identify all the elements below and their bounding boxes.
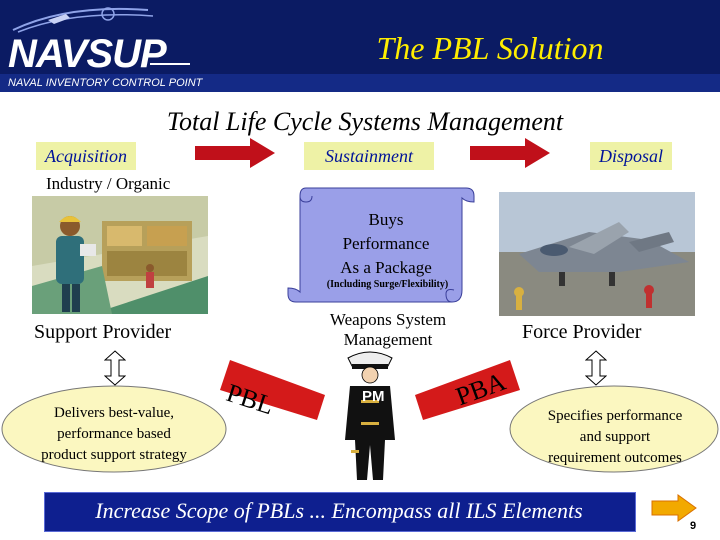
weapons-line: Weapons System <box>329 310 447 329</box>
weapons-line: Management <box>343 330 433 349</box>
summary-banner <box>44 492 636 532</box>
organization-subtitle: NAVAL INVENTORY CONTROL POINT <box>8 77 203 89</box>
scroll-line: Buys <box>368 210 404 229</box>
phase-disposal: Disposal <box>590 142 672 170</box>
force-desc-line: Specifies performance <box>547 408 683 424</box>
summary-banner-text: Increase Scope of PBLs ... Encompass all… <box>95 498 583 523</box>
support-ellipse <box>1 385 227 473</box>
navsup-logo: NAVSUP <box>8 32 167 76</box>
right-arrow-icon <box>470 138 550 168</box>
double-arrow-icon <box>585 350 607 386</box>
scroll-line: As a Package <box>340 258 432 277</box>
force-desc-line: requirement outcomes <box>548 450 682 466</box>
navsup-emblem-icon <box>12 7 154 33</box>
lifecycle-title: Total Life Cycle Systems Management <box>166 107 564 136</box>
industry-organic-label: Industry / Organic <box>46 174 171 193</box>
force-desc-line: and support <box>579 429 651 445</box>
performance-package-scroll <box>287 187 475 303</box>
force-description: Specifies performance and support requir… <box>520 406 710 469</box>
page-number: 9 <box>690 520 697 532</box>
support-desc-line: product support strategy <box>41 447 187 463</box>
scroll-line: Performance <box>342 234 430 253</box>
right-arrow-icon <box>195 138 275 168</box>
support-provider-label: Support Provider <box>34 321 172 343</box>
scroll-main-text: Buys Performance As a Package <box>316 208 456 280</box>
force-ellipse <box>509 385 719 473</box>
pm-agreements-graphic <box>220 351 520 480</box>
fighter-jet-image <box>499 192 695 316</box>
subtitle-bar <box>0 74 720 92</box>
next-slide-button[interactable] <box>650 494 698 522</box>
pbl-arrow-icon <box>220 360 325 420</box>
weapons-system-management-label: Weapons System Management <box>308 310 468 350</box>
slide-title: The PBL Solution <box>376 30 604 66</box>
force-provider-label: Force Provider <box>522 321 642 343</box>
logo-underline <box>150 63 190 65</box>
double-arrow-icon <box>104 350 126 386</box>
scroll-subtext: (Including Surge/Flexibility) <box>326 279 449 290</box>
phase-acquisition: Acquisition <box>36 142 136 170</box>
warehouse-worker-image <box>32 196 208 314</box>
support-description: Delivers best-value, performance based p… <box>14 403 214 466</box>
phase-sustainment: Sustainment <box>304 142 434 170</box>
pm-label: PM <box>362 388 385 405</box>
support-desc-line: performance based <box>57 426 171 442</box>
pba-arrow-icon <box>415 360 520 420</box>
support-desc-line: Delivers best-value, <box>54 405 174 421</box>
